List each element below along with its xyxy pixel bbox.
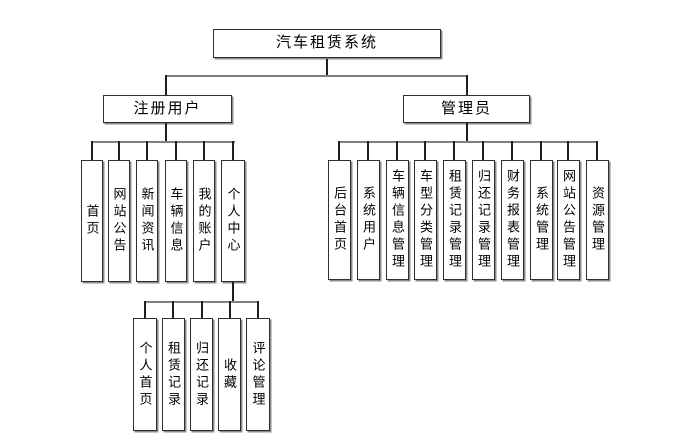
connector-root-down [326,59,328,76]
connector-stub [91,141,93,160]
node-personal-center: 个人中心 [221,160,245,282]
node-system-mgmt-label: 系统管理 [534,186,549,254]
connector-left-branch-top [165,75,167,95]
node-financial-report-mgmt: 财务报表管理 [501,160,524,280]
connector-stub [482,141,484,160]
node-return-records: 归还记录 [190,318,213,431]
connector-stub [338,141,340,160]
node-registered-user: 注册用户 [103,95,232,123]
node-administrator: 管理员 [403,95,530,123]
connector-main-horizontal [165,75,468,77]
connector-right-branch-top [466,75,468,95]
connector-stub [232,141,234,160]
connector-left-branch-down [165,123,167,142]
connector-stub [257,301,259,318]
connector-stub [396,141,398,160]
connector-right-branch-down [466,123,468,142]
node-news: 新闻资讯 [136,160,158,282]
connector-stub [201,301,203,318]
connector-personal-center-down [232,282,234,302]
node-car-rental-system-label: 汽车租赁系统 [275,35,378,51]
node-financial-report-mgmt-label: 财务报表管理 [505,169,520,271]
connector-left-horizontal [91,141,235,143]
node-my-account-label: 我的账户 [196,187,212,255]
node-favorites-label: 收藏 [222,357,237,392]
node-vehicle-info-mgmt-label: 车辆信息管理 [390,169,405,271]
node-car-rental-system: 汽车租赁系统 [213,29,441,58]
node-my-account: 我的账户 [193,160,215,282]
node-return-records-label: 归还记录 [194,340,209,409]
connector-stub [229,301,231,318]
node-resource-mgmt: 资源管理 [586,160,609,280]
node-system-user: 系统用户 [357,160,380,280]
node-backend-home-label: 后台首页 [332,186,347,254]
node-resource-mgmt-label: 资源管理 [590,186,605,254]
node-rental-records: 租赁记录 [162,318,185,431]
node-vehicle-info-label: 车辆信息 [168,187,184,255]
node-comment-mgmt: 评论管理 [246,318,270,431]
node-comment-mgmt-label: 评论管理 [250,340,266,409]
connector-stub [567,141,569,160]
node-vehicle-type-mgmt: 车型分类管理 [414,160,437,280]
connector-stub [453,141,455,160]
node-personal-home: 个人首页 [133,318,157,431]
connector-stub [367,141,369,160]
connector-right-horizontal [338,141,598,143]
node-return-record-mgmt: 归还记录管理 [472,160,495,280]
node-system-mgmt: 系统管理 [530,160,553,280]
node-home-label: 首页 [84,204,100,238]
node-vehicle-type-mgmt-label: 车型分类管理 [418,169,433,271]
connector-stub [175,141,177,160]
node-administrator-label: 管理员 [440,100,492,117]
node-personal-center-label: 个人中心 [225,187,241,255]
node-site-announcement-mgmt: 网站公告管理 [557,160,580,280]
node-vehicle-info-mgmt: 车辆信息管理 [386,160,409,280]
node-vehicle-info: 车辆信息 [165,160,187,282]
node-system-user-label: 系统用户 [361,186,376,254]
node-home: 首页 [81,160,103,282]
node-rental-record-mgmt: 租赁记录管理 [443,160,466,280]
node-site-announcement: 网站公告 [108,160,130,282]
connector-stub [146,141,148,160]
node-personal-home-label: 个人首页 [137,340,153,409]
connector-stub [511,141,513,160]
node-backend-home: 后台首页 [328,160,351,280]
node-favorites: 收藏 [218,318,241,431]
connector-stub [540,141,542,160]
node-news-label: 新闻资讯 [139,187,155,255]
node-rental-records-label: 租赁记录 [166,340,181,409]
connector-stub [203,141,205,160]
connector-stub [424,141,426,160]
node-return-record-mgmt-label: 归还记录管理 [476,169,491,271]
node-rental-record-mgmt-label: 租赁记录管理 [447,169,462,271]
connector-stub [596,141,598,160]
connector-stub [144,301,146,318]
node-registered-user-label: 注册用户 [133,100,202,117]
node-site-announcement-mgmt-label: 网站公告管理 [561,169,576,271]
connector-stub [172,301,174,318]
node-site-announcement-label: 网站公告 [111,187,127,255]
connector-stub [118,141,120,160]
